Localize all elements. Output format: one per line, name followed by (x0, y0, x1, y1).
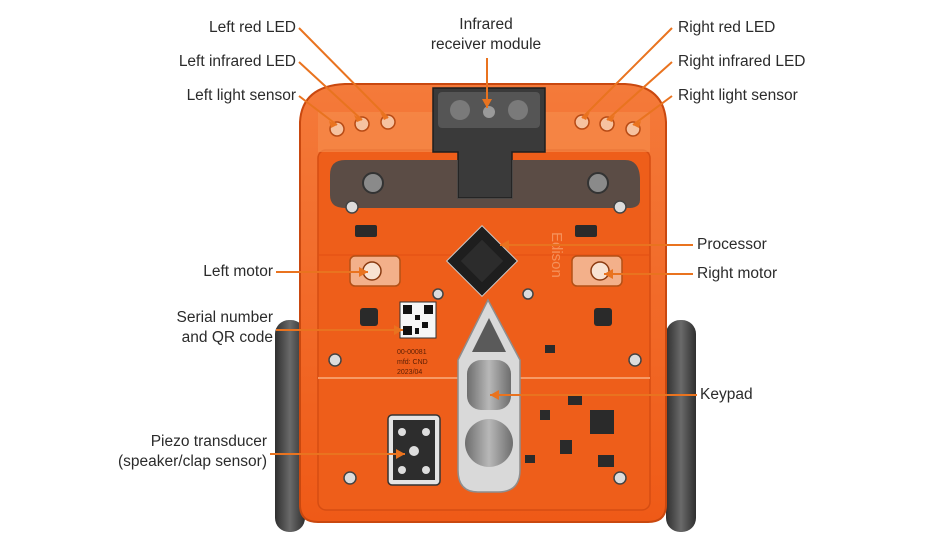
piezo-transducer (387, 414, 441, 486)
label-left-red-led: Left red LED (208, 19, 296, 36)
right-red-led-dot (574, 114, 590, 130)
label-right-light-sensor: Right light sensor (678, 87, 798, 104)
label-keypad: Keypad (700, 386, 753, 403)
left-wheel (275, 320, 305, 532)
label-left-infrared-led: Left infrared LED (178, 53, 296, 70)
label-serial-number: Serial number and QR code (120, 308, 274, 348)
label-infrared-receiver-line2: receiver module (430, 36, 542, 53)
keypad (457, 298, 521, 493)
label-left-motor: Left motor (203, 263, 273, 280)
qr-code (399, 301, 437, 339)
edison-brand-text: Edison (548, 232, 565, 278)
label-infrared-receiver: Infrared receiver module (400, 15, 572, 55)
screw-holes (328, 200, 642, 485)
small-components (355, 225, 614, 467)
right-light-sensor-led (625, 121, 641, 137)
label-right-red-led: Right red LED (678, 19, 776, 36)
left-red-led-dot (380, 114, 396, 130)
label-piezo-line2: (speaker/clap sensor) (117, 453, 267, 470)
keypad-middle-button (467, 360, 511, 410)
label-piezo: Piezo transducer (speaker/clap sensor) (80, 432, 267, 472)
crossbar (330, 160, 640, 208)
left-infrared-led-dot (354, 116, 370, 132)
left-light-sensor-led (329, 121, 345, 137)
label-processor: Processor (697, 236, 767, 253)
label-left-light-sensor: Left light sensor (186, 87, 296, 104)
keypad-round-button (465, 419, 513, 467)
label-infrared-receiver-line1: Infrared (459, 16, 513, 33)
label-piezo-line1: Piezo transducer (150, 433, 267, 450)
serial-line-1: 00-00081 (397, 349, 427, 356)
label-serial-number-line2: and QR code (181, 329, 273, 346)
label-right-infrared-led: Right infrared LED (678, 53, 806, 70)
right-infrared-led-dot (599, 116, 615, 132)
serial-line-3: 2023/04 (397, 369, 422, 376)
infrared-receiver-module (432, 87, 546, 199)
label-serial-number-line1: Serial number (176, 309, 274, 326)
serial-line-2: mfd: CND (397, 359, 428, 366)
label-right-motor: Right motor (697, 265, 778, 282)
processor-chip (445, 224, 519, 298)
keypad-arrow-button (472, 318, 506, 352)
right-wheel (666, 320, 696, 532)
